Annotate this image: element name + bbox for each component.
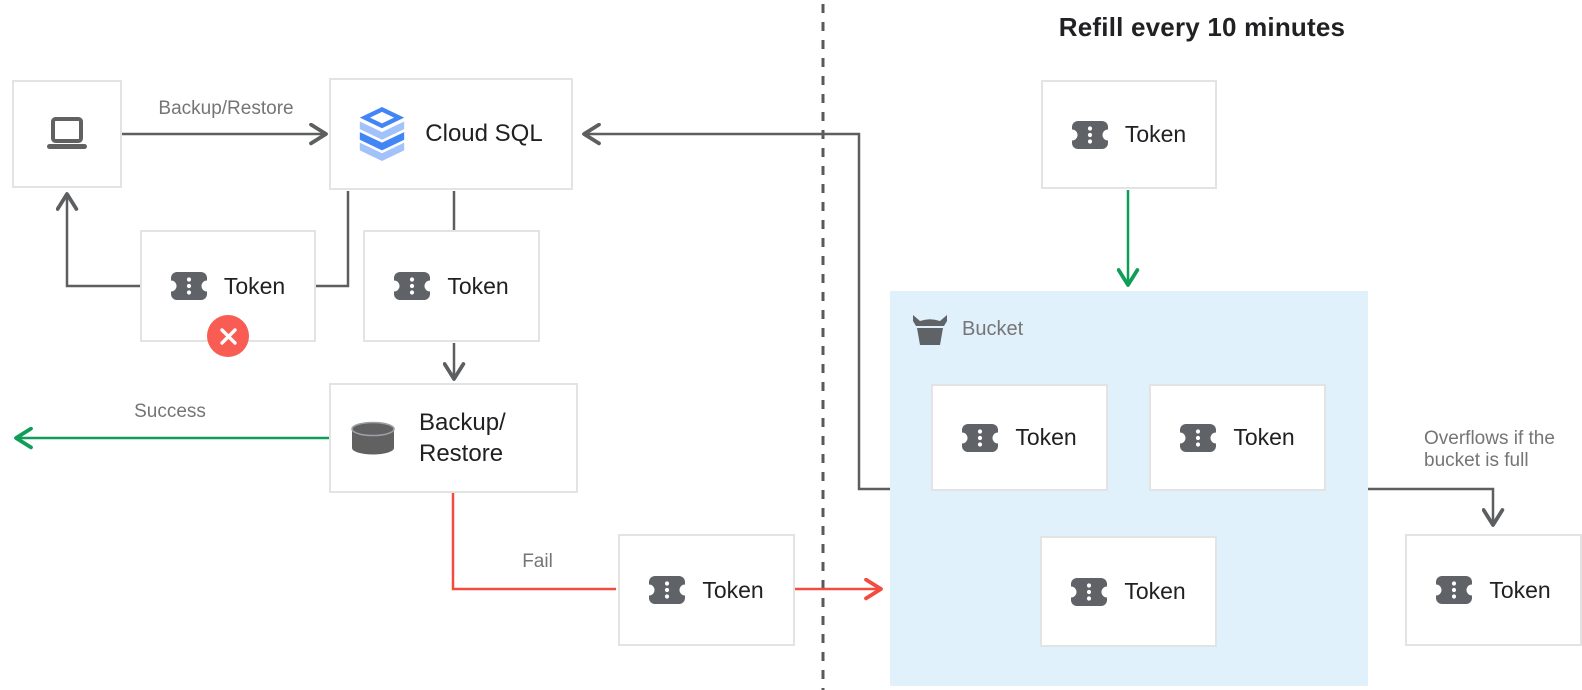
cloud-sql-label: Cloud SQL — [425, 120, 543, 147]
bucket-token-box: Token — [1149, 384, 1326, 491]
cloud-sql-icon — [359, 107, 405, 161]
bucket-token-box: Token — [931, 384, 1108, 491]
token-label: Token — [1489, 576, 1551, 603]
overflow-edge-label-line1: Overflows if the — [1424, 428, 1555, 449]
token-icon — [1436, 576, 1473, 604]
edge-cloudsql-to-denied-token — [316, 191, 350, 288]
backup-restore-box: Backup/ Restore — [329, 383, 578, 493]
consumed-token-box: Token — [363, 230, 540, 342]
laptop-icon — [45, 116, 89, 153]
bucket-token-box: Token — [1040, 536, 1217, 647]
token-label: Token — [223, 272, 286, 299]
database-icon — [349, 421, 397, 455]
token-label: Token — [1124, 578, 1186, 604]
bucket-icon — [911, 313, 949, 346]
overflow-token-box: Token — [1405, 534, 1582, 646]
backup-restore-label: Backup/ Restore — [419, 407, 506, 469]
token-icon — [962, 423, 999, 452]
request-edge-label: Backup/Restore — [158, 98, 294, 119]
token-icon — [1071, 577, 1108, 606]
token-icon — [1071, 120, 1108, 149]
edge-bucket-overflow — [1368, 487, 1505, 527]
bucket-label: Bucket — [962, 318, 1024, 340]
token-icon — [1180, 423, 1217, 452]
backup-restore-label-line2: Restore — [419, 440, 504, 467]
token-icon — [394, 272, 431, 300]
token-label: Token — [1015, 424, 1077, 450]
token-icon — [649, 576, 686, 604]
refill-token-box: Token — [1041, 80, 1217, 189]
cloud-sql-box: Cloud SQL — [329, 78, 573, 190]
error-x-icon — [207, 315, 249, 357]
token-label: Token — [447, 272, 509, 299]
backup-restore-label-line1: Backup/ — [419, 409, 506, 436]
fail-edge-label: Fail — [522, 551, 553, 572]
edge-bucket-to-cloudsql — [582, 122, 890, 491]
success-edge-label: Success — [134, 401, 206, 422]
token-label: Token — [1124, 121, 1187, 147]
failed-token-box: Token — [618, 534, 795, 646]
token-label: Token — [1233, 424, 1295, 450]
denied-token-box: Token — [140, 230, 316, 357]
client-box — [12, 80, 122, 188]
edge-denied-token-to-client — [55, 192, 140, 288]
overflow-edge-label-line2: bucket is full — [1424, 450, 1529, 471]
overflow-edge-label: Overflows if the bucket is full — [1424, 428, 1582, 472]
refill-title: Refill every 10 minutes — [1058, 12, 1346, 42]
bucket-header: Bucket — [911, 313, 1023, 346]
edge-fail — [451, 493, 616, 591]
token-label: Token — [702, 576, 764, 603]
token-icon — [170, 272, 207, 300]
